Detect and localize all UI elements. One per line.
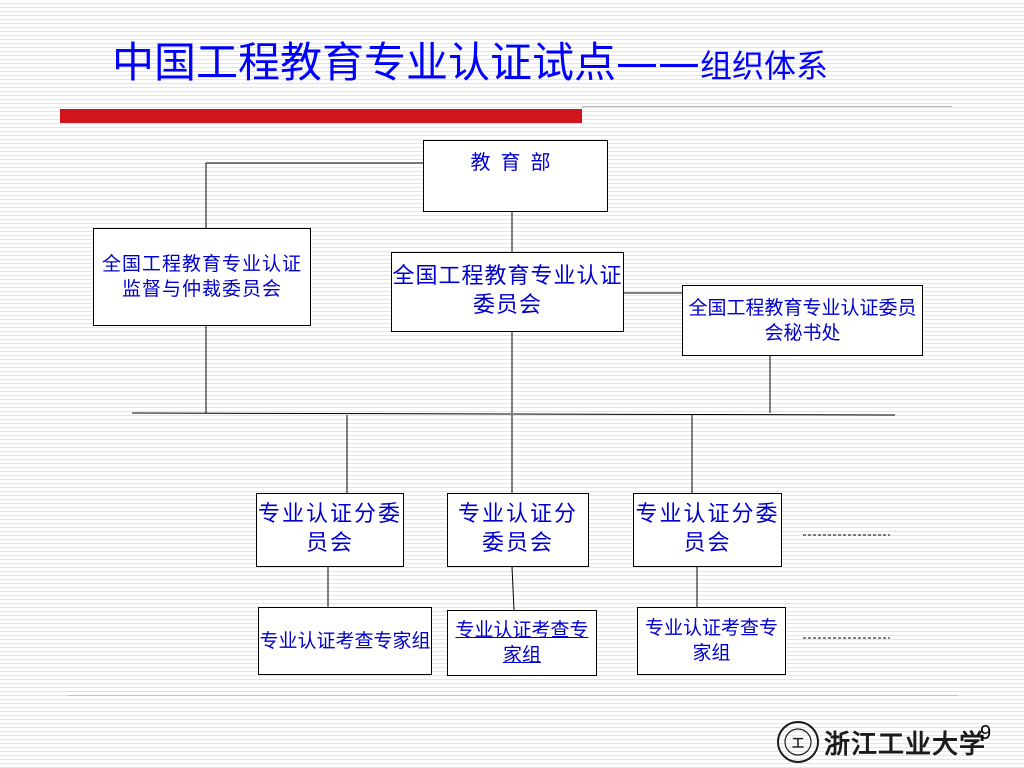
slide-title-main: 中国工程教育专业认证试点—— (112, 38, 701, 87)
svg-text:工: 工 (792, 736, 804, 750)
university-seal-icon: 工 (777, 721, 819, 763)
node-subcommittee: 专业认证分委员会 (633, 493, 782, 567)
node-label: 教育部 (470, 150, 561, 174)
node-label: 全国工程教育专业认证委员会秘书处 (688, 296, 917, 344)
node-label: 专业认证分委员会 (635, 502, 780, 556)
slide-title: 中国工程教育专业认证试点——组织体系 (112, 28, 992, 98)
node-label: 专业认证考查专家组 (259, 629, 431, 652)
node-label: 全国工程教育专业认证监督与仲裁委员会 (101, 253, 302, 300)
node-expert-group: 专业认证考查专家组 (258, 607, 432, 675)
node-subcommittee: 专业认证分委员会 (447, 493, 589, 567)
node-label: 专业认证考查专家组 (455, 619, 589, 666)
node-secretariat: 全国工程教育专业认证委员会秘书处 (682, 285, 923, 356)
university-logo: 工 浙江工业大学 (776, 718, 985, 766)
footer-rule (68, 695, 958, 696)
node-ministry-of-education: 教育部 (423, 140, 608, 212)
node-label: 全国工程教育专业认证委员会 (392, 264, 623, 318)
connector-line (131, 412, 896, 416)
node-label: 专业认证分委员会 (457, 502, 578, 556)
slide-title-sub: 组织体系 (700, 47, 829, 85)
page-number: 9 (980, 722, 992, 744)
node-expert-group: 专业认证考查专家组 (447, 610, 597, 676)
title-accent-bar (60, 109, 582, 123)
node-subcommittee: 专业认证分委员会 (256, 493, 404, 567)
connector-line (511, 566, 515, 611)
node-label: 专业认证分委员会 (257, 502, 402, 556)
node-label: 专业认证考查专家组 (644, 617, 778, 664)
node-accreditation-committee: 全国工程教育专业认证委员会 (391, 252, 624, 332)
node-supervision-arbitration-committee: 全国工程教育专业认证监督与仲裁委员会 (93, 228, 311, 326)
node-expert-group: 专业认证考查专家组 (637, 607, 786, 675)
title-underline (582, 106, 952, 107)
university-name: 浙江工业大学 (824, 730, 987, 760)
